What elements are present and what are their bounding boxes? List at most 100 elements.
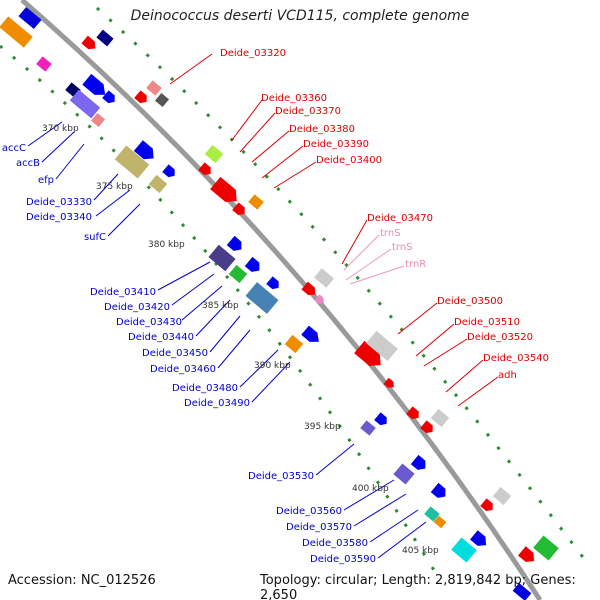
gene-label[interactable]: Deide_03500 (437, 296, 503, 307)
gene-block-orange-3[interactable] (433, 515, 447, 529)
ruler-label: 375 kbp (96, 182, 133, 192)
gene-label[interactable]: Deide_03460 (150, 364, 216, 375)
gene-arrow-blue-10[interactable] (410, 454, 429, 473)
gene-label[interactable]: adh (498, 370, 517, 381)
gene-block-steel[interactable] (245, 282, 279, 314)
gene-label[interactable]: Deide_03480 (172, 383, 238, 394)
gene-label[interactable]: Deide_03420 (104, 302, 170, 313)
gene-arrow-red[interactable] (81, 35, 98, 53)
gene-label[interactable]: accC (2, 143, 26, 154)
gene-arrow-red-9[interactable] (406, 406, 422, 421)
gene-block-khaki-2[interactable] (148, 174, 168, 194)
gene-block-blue[interactable] (18, 6, 42, 30)
gene-arrow-red-6[interactable] (301, 281, 318, 299)
gene-block-slate-2[interactable] (360, 420, 376, 436)
gene-label[interactable]: Deide_03390 (303, 139, 369, 150)
gene-block-magenta[interactable] (36, 56, 52, 72)
gene-block-green[interactable] (228, 264, 248, 284)
gene-block-gray[interactable] (154, 92, 170, 108)
gene-block-slate-3[interactable] (393, 463, 415, 485)
ruler-label: 395 kbp (304, 422, 341, 432)
gene-label[interactable]: Deide_03510 (454, 317, 520, 328)
genome-backbone (20, 0, 543, 600)
rna-label[interactable]: trnS (392, 242, 413, 253)
rna-label[interactable]: trnS (380, 228, 401, 239)
gene-label[interactable]: Deide_03560 (276, 506, 342, 517)
gene-arrow-blue-12[interactable] (470, 530, 490, 549)
gene-label[interactable]: sufC (84, 232, 106, 243)
ruler-label: 405 kbp (402, 546, 439, 556)
ruler-label: 390 kbp (254, 361, 291, 371)
rna-labels: trnS trnS trnR (380, 228, 426, 270)
gene-label[interactable]: efp (38, 175, 54, 186)
gene-block-navy-2[interactable] (96, 29, 114, 47)
gene-label[interactable]: Deide_03590 (310, 554, 376, 565)
gene-block-gray-3[interactable] (366, 330, 398, 362)
gene-label[interactable]: Deide_03580 (302, 538, 368, 549)
gene-label[interactable]: Deide_03370 (275, 106, 341, 117)
gene-label[interactable]: Deide_03450 (142, 348, 208, 359)
reverse-gene-labels: accC accB efp Deide_03330 Deide_03340 su… (2, 143, 376, 565)
gene-arrow-blue-5[interactable] (226, 235, 245, 254)
gene-label[interactable]: Deide_03490 (184, 398, 250, 409)
gene-block-gray-5[interactable] (492, 486, 512, 506)
gene-label[interactable]: Deide_03540 (483, 353, 549, 364)
gene-arrow-blue-9[interactable] (374, 412, 390, 427)
gene-arrow-blue-8[interactable] (301, 325, 323, 347)
gene-block-rose[interactable] (90, 112, 106, 128)
topology-label: Topology: circular; Length: 2,819,842 bp… (260, 573, 576, 600)
gene-label[interactable]: Deide_03400 (316, 155, 382, 166)
gene-block-indigo[interactable] (208, 244, 236, 272)
gene-label[interactable]: Deide_03380 (289, 124, 355, 135)
gene-block-slate[interactable] (69, 89, 101, 119)
gene-arrow-red-8[interactable] (383, 377, 397, 391)
rna-label[interactable]: trnR (405, 259, 426, 270)
gene-block-orange-4[interactable] (248, 194, 264, 210)
gene-label[interactable]: Deide_03470 (367, 213, 433, 224)
gene-label[interactable]: Deide_03570 (286, 522, 352, 533)
gene-label[interactable]: Deide_03530 (248, 471, 314, 482)
gene-block-lime[interactable] (204, 144, 224, 164)
ruler-label: 380 kbp (148, 240, 185, 250)
gene-block-orange[interactable] (0, 16, 33, 48)
gene-block-gray-4[interactable] (430, 408, 450, 428)
accession-label: Accession: NC_012526 (8, 573, 156, 588)
gene-arrow-blue-6[interactable] (244, 256, 263, 275)
gene-arrow-blue-4[interactable] (162, 164, 178, 179)
gene-label[interactable]: Deide_03430 (116, 317, 182, 328)
gene-label[interactable]: Deide_03520 (467, 332, 533, 343)
gene-arrow-red-7[interactable] (354, 340, 386, 371)
gene-label[interactable]: accB (16, 158, 40, 169)
gene-block-cyan[interactable] (451, 537, 477, 563)
gene-label[interactable]: Deide_03360 (261, 93, 327, 104)
gene-label[interactable]: Deide_03410 (90, 287, 156, 298)
gene-arrow-red-11[interactable] (480, 498, 496, 513)
gene-label[interactable]: Deide_03340 (26, 212, 92, 223)
gene-arrow-blue-11[interactable] (430, 482, 449, 501)
gene-arrow-red-4[interactable] (210, 176, 242, 207)
gene-arrow-red-5[interactable] (232, 202, 248, 217)
inner-guide (0, 44, 442, 581)
gene-block-green-2[interactable] (533, 535, 559, 561)
gene-block-pink[interactable] (146, 80, 162, 96)
gene-arrow-red-3[interactable] (198, 162, 214, 177)
gene-label[interactable]: Deide_03440 (128, 332, 194, 343)
gene-block-orange-2[interactable] (284, 334, 304, 354)
gene-block-khaki[interactable] (114, 145, 150, 179)
gene-arrow-red-12[interactable] (518, 546, 538, 565)
genome-title: Deinococcus deserti VCD115, complete gen… (130, 8, 470, 24)
gene-arrow-pink[interactable] (314, 294, 326, 306)
gene-label[interactable]: Deide_03320 (220, 48, 286, 59)
gene-arrow-blue[interactable] (82, 73, 109, 100)
gene-block-gray-2[interactable] (314, 268, 334, 288)
gene-arrow-blue-2[interactable] (102, 90, 118, 105)
gene-block-blue-2[interactable] (512, 583, 532, 600)
gene-label[interactable]: Deide_03330 (26, 197, 92, 208)
gene-arrow-blue-3[interactable] (133, 140, 158, 164)
gene-block-teal[interactable] (424, 506, 440, 522)
ruler: 370 kbp 375 kbp 380 kbp 385 kbp 390 kbp … (42, 124, 439, 556)
gene-arrow-blue-7[interactable] (266, 276, 282, 291)
gene-arrow-red-10[interactable] (420, 420, 436, 435)
gene-arrow-red-2[interactable] (134, 90, 150, 105)
